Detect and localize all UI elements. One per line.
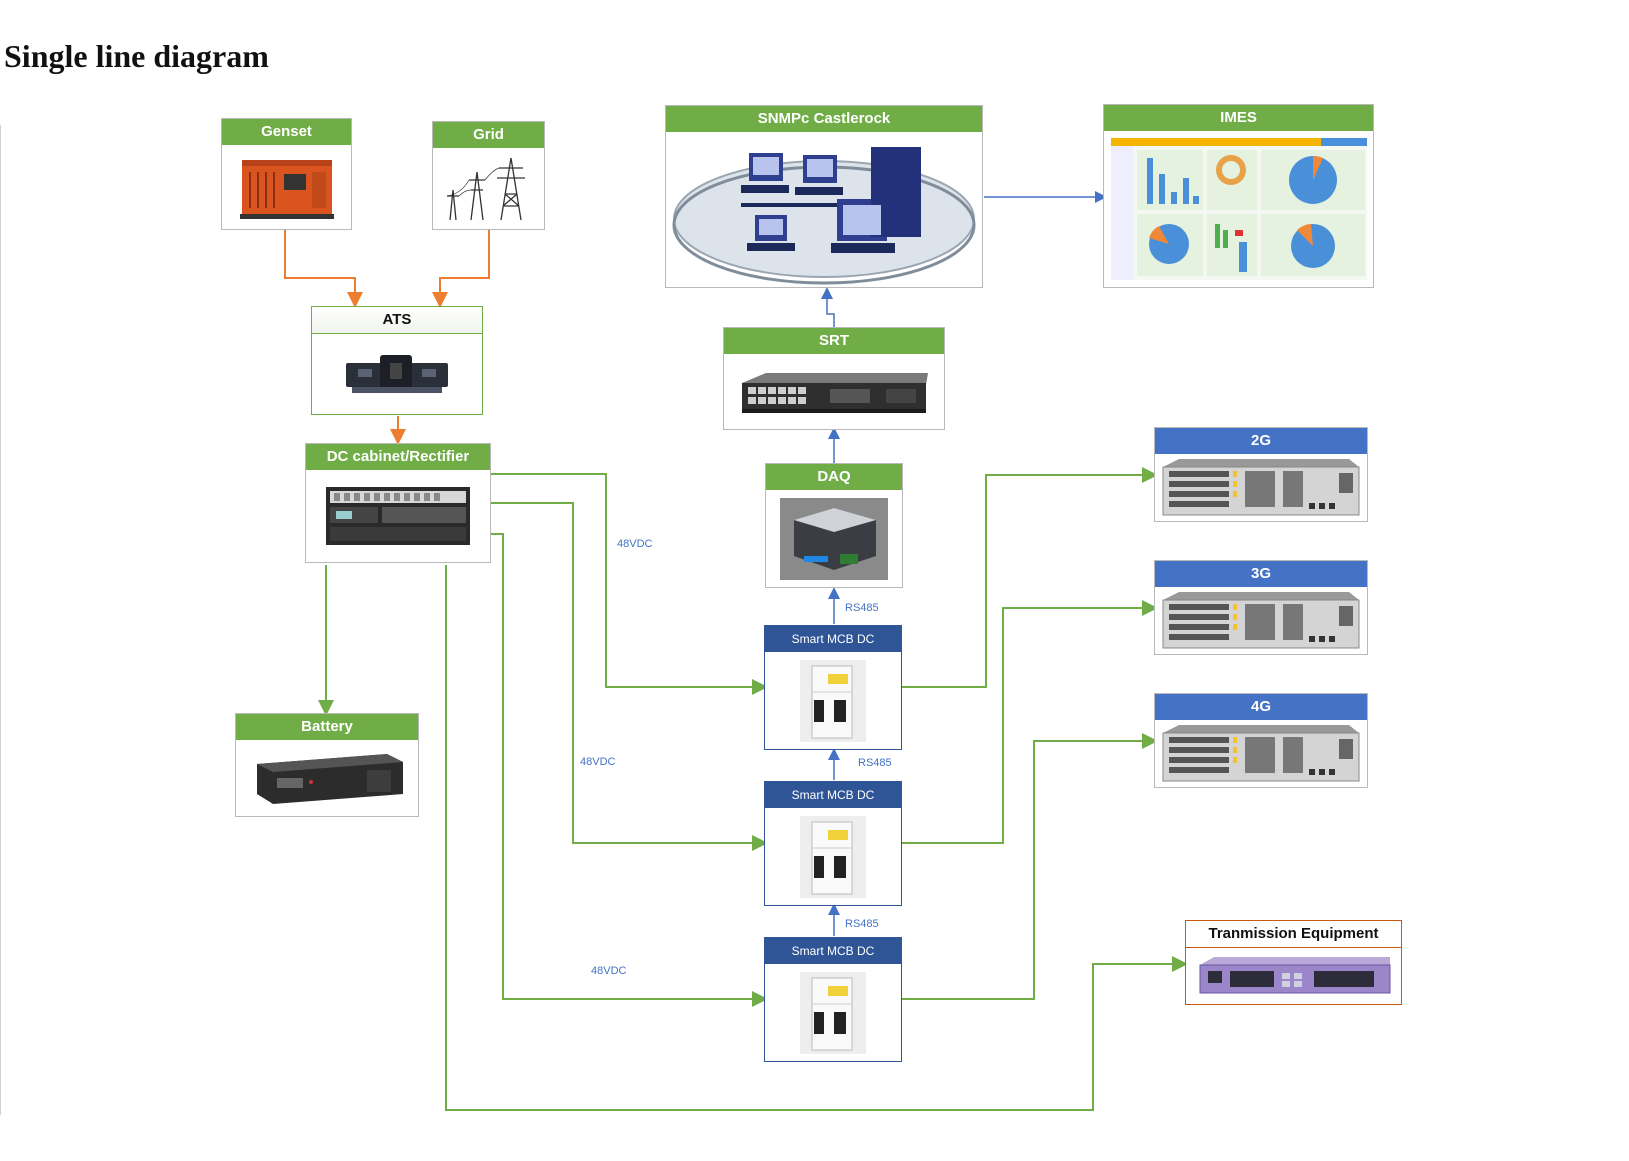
label-rs485-2: RS485 bbox=[858, 757, 892, 769]
battery-icon bbox=[236, 740, 418, 816]
snmpc-node[interactable]: SNMPc Castlerock bbox=[665, 105, 983, 288]
grid-label: Grid bbox=[433, 122, 544, 148]
wire-dc-transmission bbox=[445, 565, 1188, 1111]
network-icon bbox=[666, 132, 982, 287]
battery-node[interactable]: Battery bbox=[235, 713, 419, 817]
grid-node[interactable]: Grid bbox=[432, 121, 545, 230]
dc-cabinet-node[interactable]: DC cabinet/Rectifier bbox=[305, 443, 491, 563]
wire-grid-ats bbox=[432, 229, 490, 308]
2g-node[interactable]: 2G bbox=[1154, 427, 1368, 522]
imes-label: IMES bbox=[1104, 105, 1373, 131]
daq-label: DAQ bbox=[766, 464, 902, 490]
breaker-icon bbox=[765, 808, 901, 905]
label-rs485-1: RS485 bbox=[845, 602, 879, 614]
imes-node[interactable]: IMES bbox=[1103, 104, 1374, 288]
transfer-switch-icon bbox=[312, 333, 482, 414]
bts-rack-icon bbox=[1155, 587, 1367, 654]
smart-mcb-node-2[interactable]: Smart MCB DC bbox=[764, 781, 902, 906]
label-48vdc-2: 48VDC bbox=[580, 756, 616, 768]
label-48vdc-1: 48VDC bbox=[617, 538, 653, 550]
srt-node[interactable]: SRT bbox=[723, 327, 945, 430]
generator-icon bbox=[222, 145, 351, 229]
snmpc-label: SNMPc Castlerock bbox=[666, 106, 982, 132]
wire-dc-mcb3 bbox=[491, 533, 768, 1007]
label-48vdc-3: 48VDC bbox=[591, 965, 627, 977]
genset-node[interactable]: Genset bbox=[221, 118, 352, 230]
wire-srt-snmpc bbox=[821, 287, 835, 327]
smart-mcb-label-3: Smart MCB DC bbox=[765, 938, 901, 964]
daq-device-icon bbox=[766, 490, 902, 587]
wire-mcb2-3g bbox=[902, 600, 1158, 844]
daq-node[interactable]: DAQ bbox=[765, 463, 903, 588]
bts-rack-icon bbox=[1155, 720, 1367, 787]
3g-label: 3G bbox=[1155, 561, 1367, 587]
breaker-icon bbox=[765, 652, 901, 749]
wire-mcb1-2g bbox=[902, 467, 1158, 688]
3g-node[interactable]: 3G bbox=[1154, 560, 1368, 655]
wire-mcb3-4g bbox=[902, 733, 1158, 1000]
dashboard-icon bbox=[1104, 131, 1373, 287]
smart-mcb-node-1[interactable]: Smart MCB DC bbox=[764, 625, 902, 750]
genset-label: Genset bbox=[222, 119, 351, 145]
smart-mcb-label-1: Smart MCB DC bbox=[765, 626, 901, 652]
dc-cabinet-label: DC cabinet/Rectifier bbox=[306, 444, 490, 470]
rectifier-icon bbox=[306, 470, 490, 562]
smart-mcb-node-3[interactable]: Smart MCB DC bbox=[764, 937, 902, 1062]
transmission-node[interactable]: Tranmission Equipment bbox=[1185, 920, 1402, 1005]
battery-label: Battery bbox=[236, 714, 418, 740]
wire-dc-mcb1 bbox=[491, 473, 768, 695]
transmission-label: Tranmission Equipment bbox=[1186, 921, 1401, 948]
wire-genset-ats bbox=[284, 229, 363, 308]
4g-node[interactable]: 4G bbox=[1154, 693, 1368, 788]
label-rs485-3: RS485 bbox=[845, 918, 879, 930]
power-tower-icon bbox=[433, 148, 544, 229]
page-border bbox=[0, 125, 1, 1115]
router-icon bbox=[724, 354, 944, 429]
switch-icon bbox=[1186, 947, 1401, 1004]
ats-node[interactable]: ATS bbox=[311, 306, 483, 415]
bts-rack-icon bbox=[1155, 454, 1367, 521]
smart-mcb-label-2: Smart MCB DC bbox=[765, 782, 901, 808]
4g-label: 4G bbox=[1155, 694, 1367, 720]
breaker-icon bbox=[765, 964, 901, 1061]
ats-label: ATS bbox=[312, 307, 482, 334]
2g-label: 2G bbox=[1155, 428, 1367, 454]
srt-label: SRT bbox=[724, 328, 944, 354]
wire-dc-mcb2 bbox=[491, 502, 768, 851]
page-title: Single line diagram bbox=[4, 38, 269, 74]
